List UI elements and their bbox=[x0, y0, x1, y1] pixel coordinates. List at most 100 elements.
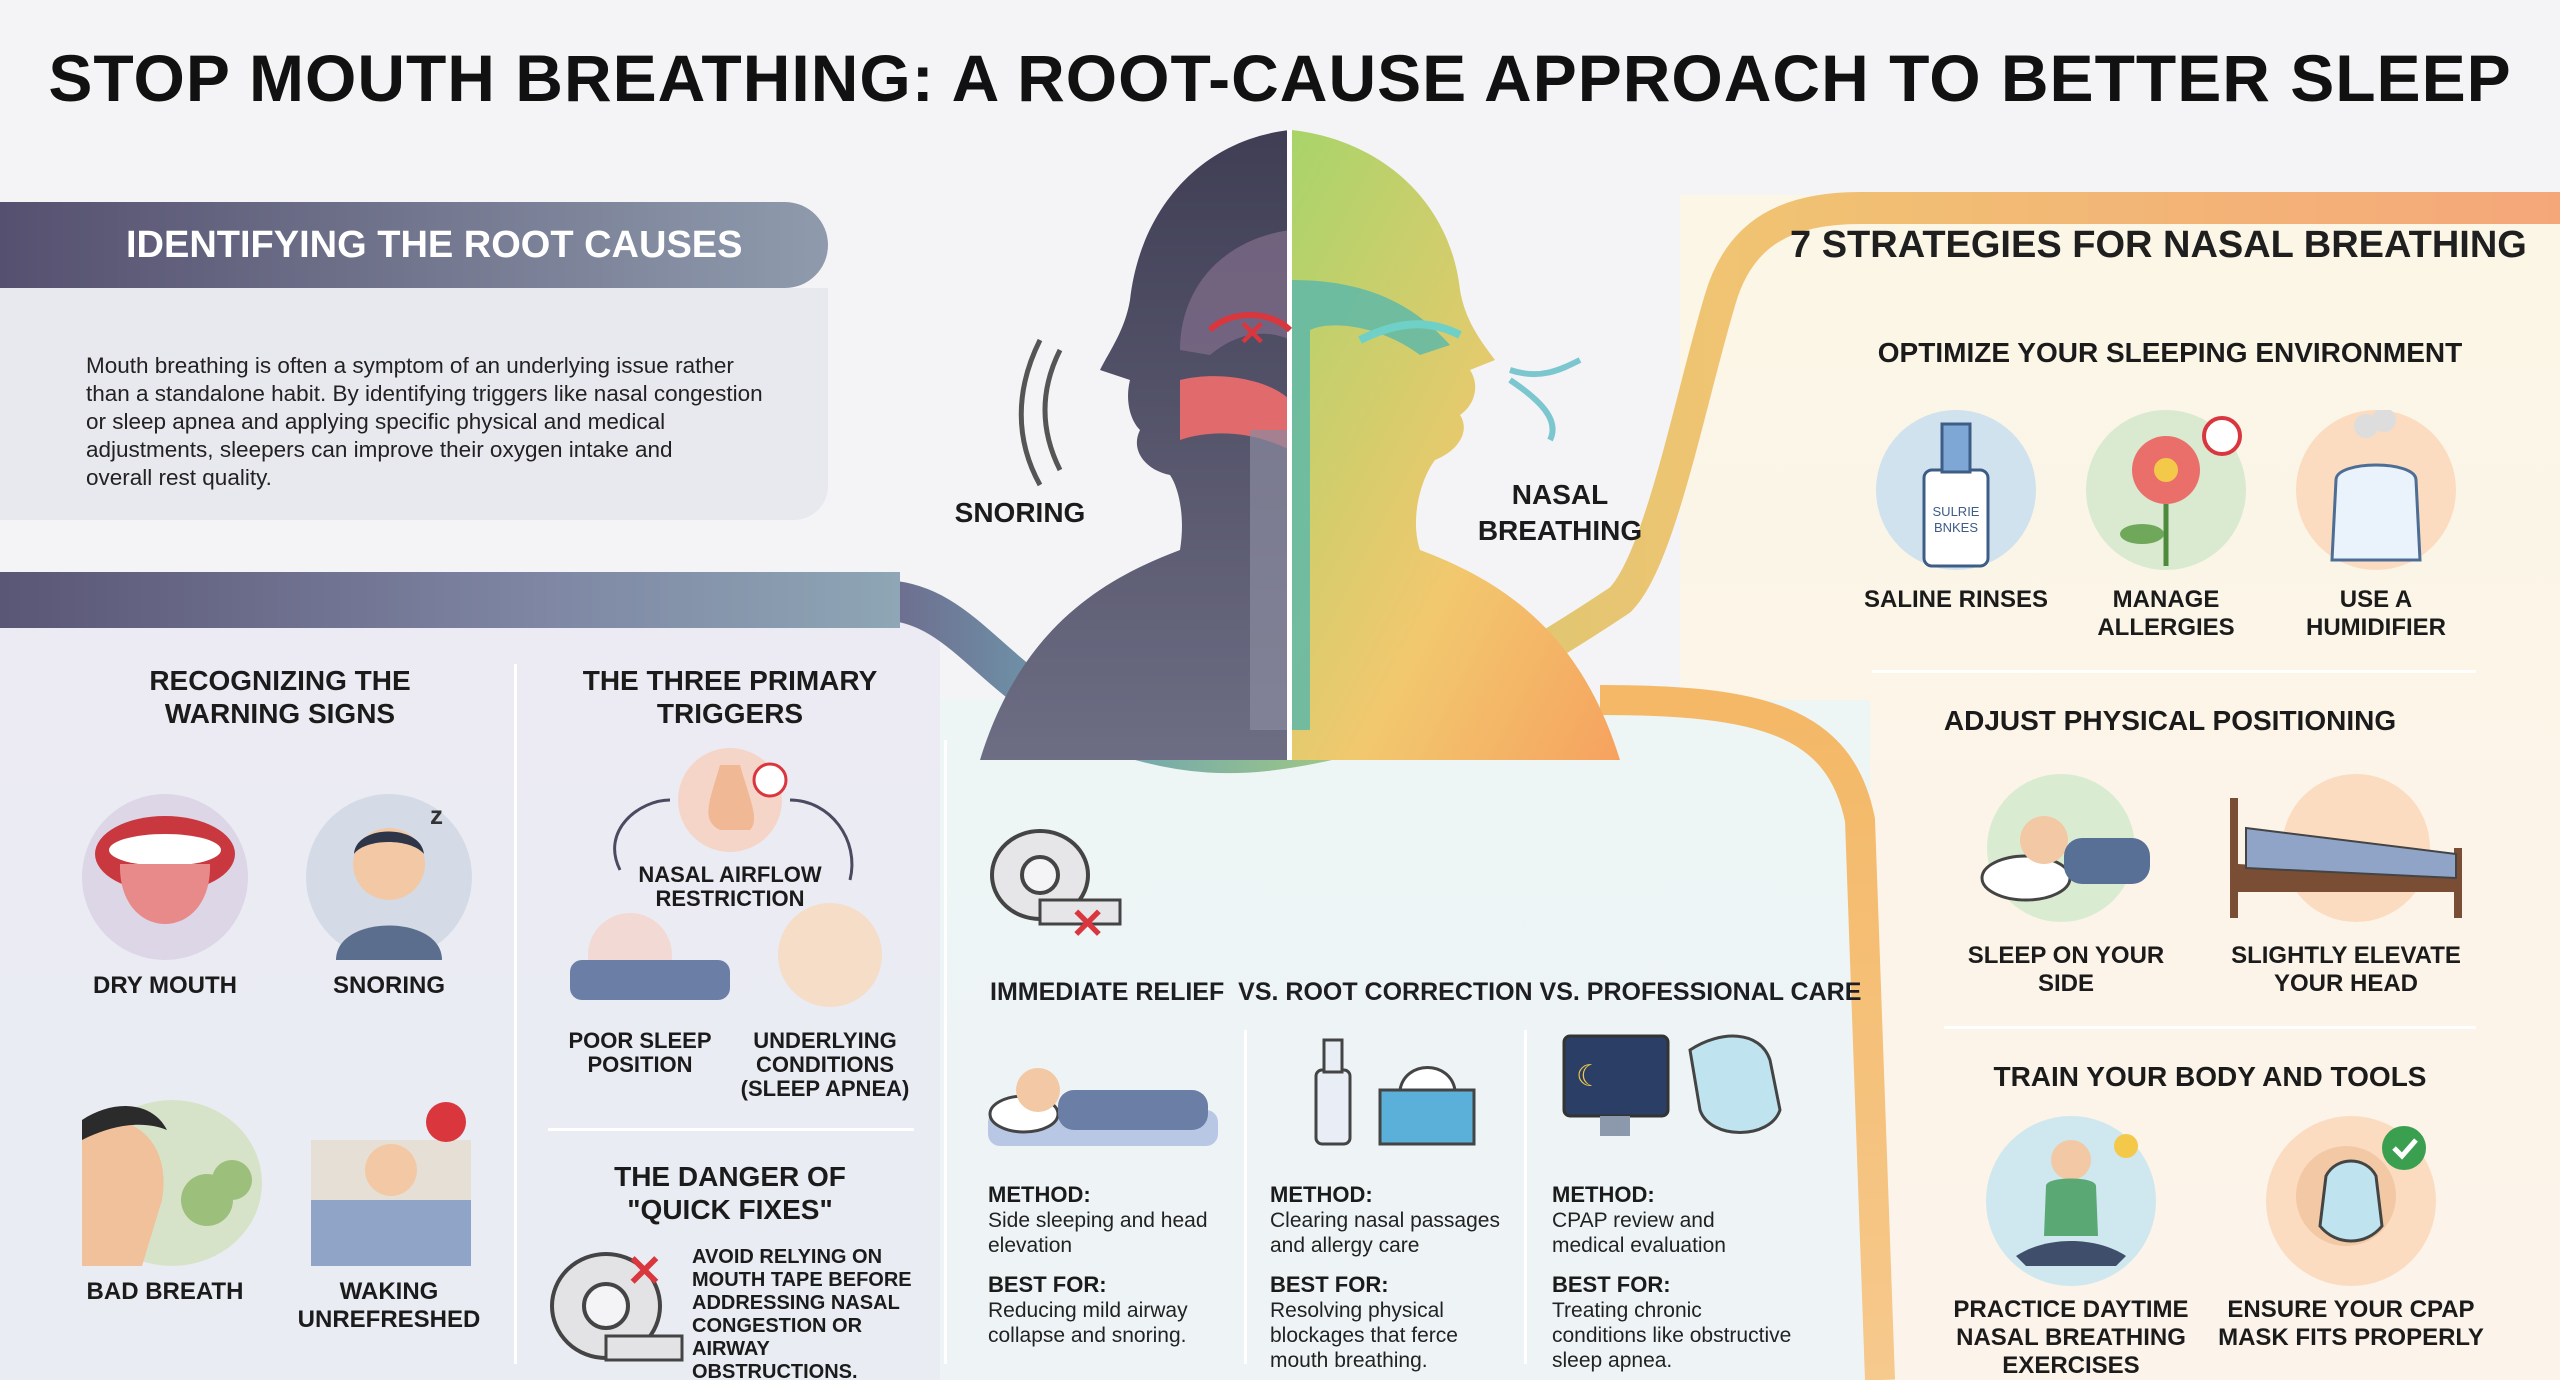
intro-text: Mouth breathing is often a symptom of an… bbox=[0, 288, 828, 520]
warning-heading-2: WARNING SIGNS bbox=[164, 698, 396, 729]
comparison-heading: IMMEDIATE RELIEF VS. ROOT CORRECTION VS.… bbox=[990, 978, 1862, 1006]
elevated-bed-icon bbox=[2226, 768, 2466, 928]
bad-breath-illustration bbox=[82, 1106, 252, 1266]
humidifier-illustration bbox=[2330, 410, 2422, 562]
tired-person-icon bbox=[306, 1100, 476, 1266]
cpap-monitor-icon: ☾ bbox=[1562, 1034, 1782, 1136]
allergies-label-1: MANAGE bbox=[2112, 586, 2220, 613]
saline-bottle-illustration: SULRIE BNKES bbox=[1922, 422, 1990, 568]
danger-heading-1: THE DANGER OF bbox=[614, 1161, 846, 1192]
method-line: CPAP review and bbox=[1552, 1209, 1715, 1232]
flower-illustration bbox=[2120, 416, 2242, 566]
divider bbox=[1524, 1030, 1527, 1364]
strategies-heading: 7 STRATEGIES FOR NASAL BREATHING bbox=[1790, 224, 2527, 266]
practice-label-2: NASAL BREATHING bbox=[1956, 1324, 2186, 1351]
snoring-center-label: SNORING bbox=[954, 497, 1086, 528]
elevate-label-1: SLIGHTLY ELEVATE bbox=[2231, 942, 2461, 969]
mouth-tape-icon: ✕ bbox=[990, 829, 1122, 947]
tongue-illustration bbox=[95, 816, 235, 924]
method-line: medical evaluation bbox=[1552, 1234, 1726, 1257]
positioning-heading: ADJUST PHYSICAL POSITIONING bbox=[1943, 705, 2397, 736]
trigger-position-1: POOR SLEEP bbox=[568, 1028, 712, 1053]
humidifier-label-2: HUMIDIFIER bbox=[2306, 614, 2446, 641]
triggers-heading-2: TRIGGERS bbox=[656, 698, 804, 729]
best-for-line: collapse and snoring. bbox=[988, 1324, 1187, 1347]
nasal-center-label-2: BREATHING bbox=[1477, 515, 1643, 546]
best-for-line: Treating chronic bbox=[1552, 1299, 1702, 1322]
root-causes-banner: IDENTIFYING THE ROOT CAUSES bbox=[0, 202, 828, 288]
tape-roll-icon: ✕ bbox=[550, 1247, 684, 1362]
trigger-nasal-2: RESTRICTION bbox=[655, 886, 805, 911]
danger-line: MOUTH TAPE BEFORE bbox=[692, 1269, 912, 1291]
page-title: STOP MOUTH BREATHING: A ROOT-CAUSE APPRO… bbox=[48, 41, 2512, 115]
side-sleeping-icon bbox=[988, 1068, 1218, 1146]
danger-line: ADDRESSING NASAL bbox=[692, 1292, 900, 1314]
divider bbox=[1944, 1026, 2476, 1029]
tired-person-illustration bbox=[311, 1102, 471, 1266]
best-for-line: Reducing mild airway bbox=[988, 1299, 1188, 1322]
warning-label-dry-mouth: DRY MOUTH bbox=[93, 972, 237, 999]
divider bbox=[944, 740, 947, 1364]
warning-heading-1: RECOGNIZING THE bbox=[149, 665, 411, 696]
comparison-col-root: METHOD: Clearing nasal passages and alle… bbox=[1270, 1182, 1520, 1373]
bad-breath-icon bbox=[82, 1100, 262, 1266]
practice-label-1: PRACTICE DAYTIME bbox=[1953, 1296, 2189, 1323]
saline-label: SALINE RINSES bbox=[1863, 586, 2049, 613]
divider bbox=[548, 1128, 914, 1131]
side-sleep-illustration bbox=[1980, 774, 2150, 922]
saline-bottle-icon: SULRIE BNKES bbox=[1876, 410, 2036, 570]
saline-bottle-text-1: SULRIE bbox=[1933, 504, 1980, 519]
trigger-position-2: POSITION bbox=[587, 1052, 693, 1077]
intro-line: adjustments, sleepers can improve their … bbox=[86, 437, 673, 462]
tongue-icon bbox=[82, 794, 248, 960]
divider bbox=[1244, 1030, 1247, 1364]
best-for-line: conditions like obstructive bbox=[1552, 1324, 1792, 1347]
allergies-label-2: ALLERGIES bbox=[2097, 614, 2235, 641]
svg-text:✕: ✕ bbox=[1238, 315, 1267, 353]
method-label: METHOD: bbox=[1270, 1182, 1373, 1207]
best-for-line: sleep apnea. bbox=[1552, 1349, 1673, 1372]
cpap-mask-illustration bbox=[2296, 1126, 2426, 1246]
method-line: Side sleeping and head bbox=[988, 1209, 1208, 1232]
env-heading: OPTIMIZE YOUR SLEEPING ENVIRONMENT bbox=[1877, 337, 2463, 368]
method-label: METHOD: bbox=[988, 1182, 1091, 1207]
head-profile-illustration: ✕ bbox=[980, 130, 1620, 760]
humidifier-label-1: USE A bbox=[2339, 586, 2413, 613]
comparison-col-relief: METHOD: Side sleeping and head elevation… bbox=[988, 1182, 1238, 1348]
svg-text:✕: ✕ bbox=[1070, 900, 1105, 947]
method-label: METHOD: bbox=[1552, 1182, 1655, 1207]
triggers-heading-1: THE THREE PRIMARY bbox=[582, 665, 878, 696]
intro-line: or sleep apnea and applying specific phy… bbox=[86, 409, 666, 434]
root-causes-heading: IDENTIFYING THE ROOT CAUSES bbox=[126, 224, 743, 266]
flower-icon bbox=[2086, 410, 2246, 570]
warning-label-waking-1: WAKING bbox=[339, 1278, 439, 1305]
svg-text:✕: ✕ bbox=[626, 1247, 663, 1296]
snoring-person-icon: z bbox=[306, 794, 472, 960]
svg-text:z: z bbox=[430, 800, 443, 830]
intro-line: than a standalone habit. By identifying … bbox=[86, 381, 763, 406]
left-flow-band bbox=[0, 572, 900, 628]
saline-bottle-text-2: BNKES bbox=[1934, 520, 1978, 535]
trigger-cond-2: CONDITIONS bbox=[755, 1052, 895, 1077]
trigger-nasal-1: NASAL AIRFLOW bbox=[638, 862, 822, 887]
breathing-exercise-illustration bbox=[2016, 1134, 2138, 1266]
breathing-exercise-icon bbox=[1986, 1116, 2156, 1286]
method-line: and allergy care bbox=[1270, 1234, 1420, 1257]
method-line: elevation bbox=[988, 1234, 1073, 1257]
warning-label-snoring: SNORING bbox=[332, 972, 445, 999]
elevate-label-2: YOUR HEAD bbox=[2273, 970, 2418, 997]
divider bbox=[514, 664, 517, 1364]
train-heading: TRAIN YOUR BODY AND TOOLS bbox=[1993, 1061, 2427, 1092]
danger-text: AVOID RELYING ON MOUTH TAPE BEFORE ADDRE… bbox=[692, 1246, 932, 1380]
snoring-person-illustration: z bbox=[336, 800, 443, 960]
warning-label-bad-breath: BAD BREATH bbox=[86, 1278, 244, 1305]
danger-heading-2: "QUICK FIXES" bbox=[627, 1194, 833, 1225]
light-head-half bbox=[1292, 130, 1620, 760]
best-for-line: blockages that ferce bbox=[1270, 1324, 1458, 1347]
side-sleep-icon bbox=[1966, 768, 2156, 928]
divider bbox=[1872, 670, 2476, 673]
best-for-label: BEST FOR: bbox=[988, 1272, 1107, 1297]
intro-line: overall rest quality. bbox=[86, 465, 272, 490]
side-label-2: SIDE bbox=[2037, 970, 2094, 997]
nasal-center-label-1: NASAL bbox=[1511, 479, 1609, 510]
